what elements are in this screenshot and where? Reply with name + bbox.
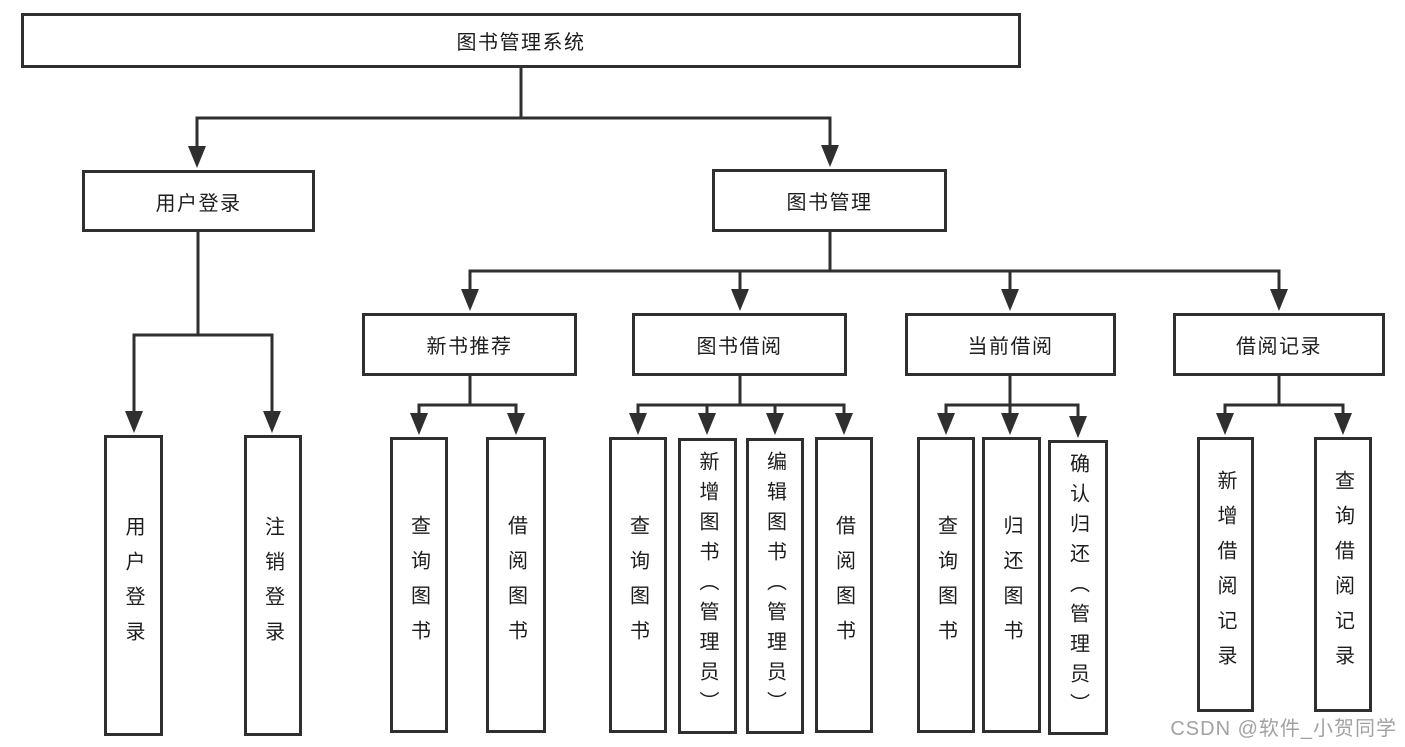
node-label: 确认归还（管理员）: [1066, 452, 1089, 723]
connector-lines: [132, 68, 1345, 419]
leaf-user-login: 用户登录: [104, 435, 163, 736]
arrowhead-icon: [188, 146, 206, 168]
node-label: 图书管理系统: [456, 32, 586, 54]
node-label: 注销登录: [261, 515, 284, 656]
arrowhead-icon: [698, 413, 716, 435]
node-label: 借阅图书: [504, 515, 527, 655]
connector-current-to-leaves: [944, 376, 1080, 419]
arrowhead-icon: [125, 411, 143, 433]
arrowhead-icon: [766, 413, 784, 435]
arrowhead-icon: [731, 289, 749, 311]
node-label: 新增图书（管理员）: [696, 451, 718, 721]
node-borrowing-records: 借阅记录: [1173, 313, 1385, 376]
node-label: 用户登录: [155, 192, 242, 215]
leaf-add-books-admin: 新增图书（管理员）: [678, 438, 737, 734]
connector-root-to-level2: [195, 68, 832, 148]
node-library-management-system: 图书管理系统: [21, 13, 1021, 68]
arrowhead-icon: [821, 145, 839, 167]
connector-book-mgmt-to-level3: [468, 232, 1281, 292]
node-new-book-recommendation: 新书推荐: [362, 313, 577, 376]
connector-records-to-leaves: [1223, 376, 1345, 416]
leaf-return-books: 归还图书: [982, 437, 1041, 733]
arrowhead-icon: [1270, 289, 1288, 311]
connector-newbook-to-leaves: [417, 376, 518, 416]
node-label: 归还图书: [1000, 515, 1022, 655]
arrowhead-icon: [835, 413, 853, 435]
connector-user-login-to-leaves: [132, 232, 274, 415]
node-label: 新书推荐: [426, 336, 513, 358]
arrowheads: [125, 145, 1352, 438]
leaf-logout: 注销登录: [244, 435, 302, 736]
leaf-query-books: 查询图书: [609, 437, 667, 733]
leaf-borrow-books: 借阅图书: [486, 437, 546, 733]
leaf-query-books: 查询图书: [917, 437, 975, 733]
node-label: 图书借阅: [696, 336, 783, 358]
node-label: 查询图书: [934, 515, 957, 655]
leaf-confirm-return-admin: 确认归还（管理员）: [1048, 440, 1108, 735]
leaf-query-books: 查询图书: [390, 437, 448, 733]
arrowhead-icon: [629, 413, 647, 435]
leaf-borrow-books: 借阅图书: [815, 437, 873, 733]
arrowhead-icon: [1216, 413, 1234, 435]
node-book-management-branch: 图书管理: [712, 169, 947, 232]
node-book-borrowing: 图书借阅: [632, 313, 847, 376]
arrowhead-icon: [1334, 413, 1352, 435]
node-current-borrowing: 当前借阅: [905, 313, 1116, 376]
arrowhead-icon: [461, 289, 479, 311]
arrowhead-icon: [507, 413, 525, 435]
leaf-add-borrow-record: 新增借阅记录: [1197, 437, 1254, 712]
node-label: 查询借阅记录: [1331, 469, 1354, 680]
leaf-edit-books-admin: 编辑图书（管理员）: [746, 438, 804, 734]
node-label: 图书管理: [786, 192, 873, 214]
node-label: 新增借阅记录: [1214, 469, 1236, 680]
node-label: 当前借阅: [967, 336, 1054, 358]
node-label: 查询图书: [626, 515, 649, 655]
arrowhead-icon: [937, 413, 955, 435]
node-label: 借阅记录: [1236, 336, 1322, 358]
connector-borrow-to-leaves: [636, 376, 846, 416]
arrowhead-icon: [263, 411, 281, 433]
csdn-watermark: CSDN @软件_小贺同学: [1170, 718, 1397, 740]
node-label: 借阅图书: [832, 515, 855, 655]
node-user-login-branch: 用户登录: [82, 170, 315, 232]
node-label: 查询图书: [407, 515, 430, 655]
leaf-query-borrow-record: 查询借阅记录: [1314, 437, 1372, 712]
arrowhead-icon: [1001, 413, 1019, 435]
node-label: 用户登录: [122, 515, 144, 656]
arrowhead-icon: [1001, 289, 1019, 311]
node-label: 编辑图书（管理员）: [763, 451, 786, 721]
arrowhead-icon: [1069, 416, 1087, 438]
arrowhead-icon: [410, 413, 428, 435]
